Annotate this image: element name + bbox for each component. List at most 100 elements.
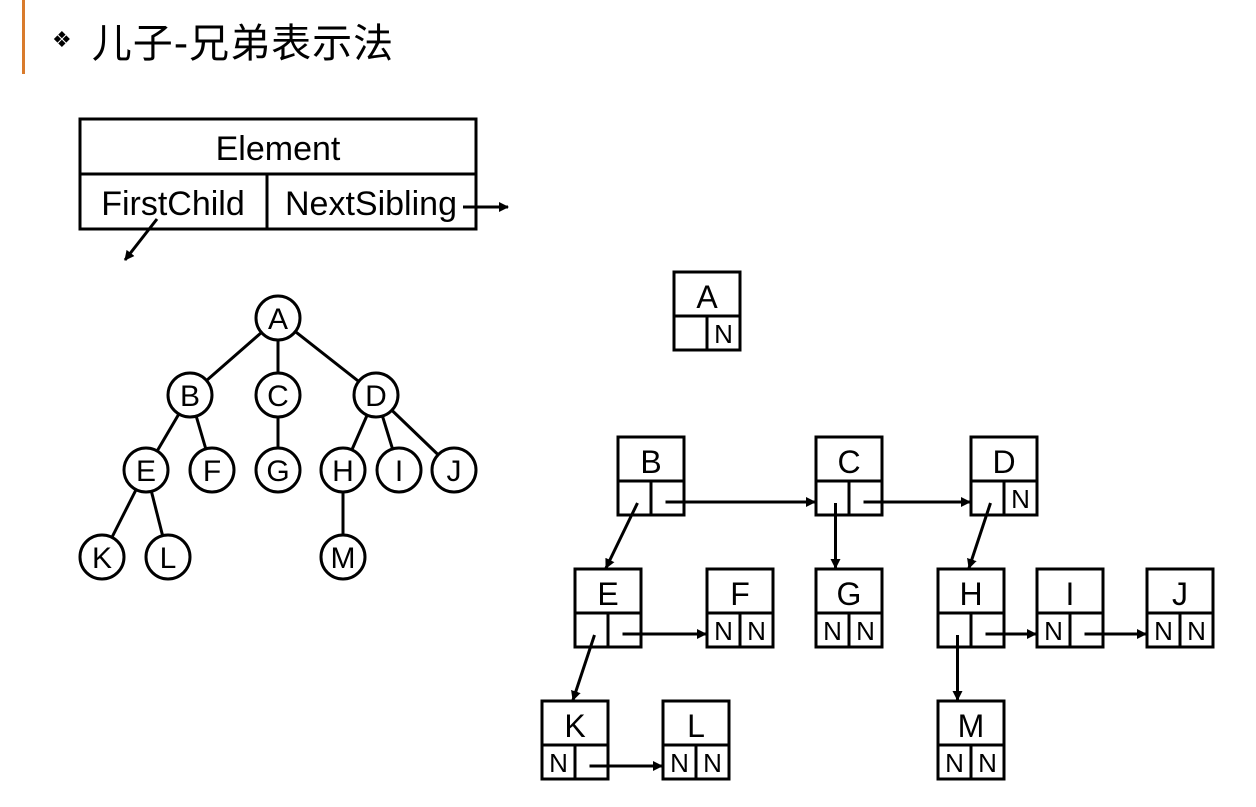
node-structure-legend: Element FirstChild NextSibling bbox=[78, 117, 509, 261]
firstchild-null-label: N bbox=[1044, 616, 1063, 646]
node-element-label: B bbox=[640, 444, 661, 480]
linked-node-B: B bbox=[616, 435, 686, 517]
title-text: 儿子-兄弟表示法 bbox=[91, 21, 395, 67]
tree-node-label: M bbox=[331, 542, 356, 575]
firstchild-null-label: N bbox=[549, 748, 568, 778]
node-element-label: L bbox=[687, 708, 705, 744]
nextsibling-null-label: N bbox=[1187, 616, 1206, 646]
tree-node-circle bbox=[254, 446, 302, 494]
tree-node-L: L bbox=[144, 533, 192, 581]
tree-node-circle bbox=[188, 446, 236, 494]
diamond-bullet-icon: ❖ bbox=[52, 27, 72, 52]
tree-node-circle bbox=[144, 533, 192, 581]
tree-node-label: H bbox=[332, 455, 354, 488]
linked-node-C: C bbox=[814, 435, 884, 517]
tree-node-label: F bbox=[203, 455, 221, 488]
firstchild-null-label: N bbox=[670, 748, 689, 778]
node-element-label: I bbox=[1066, 576, 1075, 612]
linked-node-I: IN bbox=[1035, 567, 1105, 649]
nextsibling-null-label: N bbox=[714, 319, 733, 349]
firstchild-arrow bbox=[123, 218, 159, 261]
node-element-label: D bbox=[992, 444, 1015, 480]
tree-node-circle bbox=[352, 371, 400, 419]
tree-node-H: H bbox=[319, 446, 367, 494]
firstchild-pointer-B-E bbox=[604, 502, 639, 569]
node-element-label: H bbox=[959, 576, 982, 612]
tree-edge-E-K bbox=[110, 488, 138, 539]
nextsibling-null-label: N bbox=[978, 748, 997, 778]
tree-node-A: A bbox=[254, 294, 302, 342]
general-tree: A B C D E F G H I J K L M bbox=[78, 294, 478, 581]
firstchild-null-label: N bbox=[1154, 616, 1173, 646]
linked-node-H: H bbox=[936, 567, 1006, 649]
tree-node-C: C bbox=[254, 371, 302, 419]
node-element-label: G bbox=[837, 576, 862, 612]
tree-node-circle bbox=[319, 446, 367, 494]
tree-node-label: D bbox=[365, 380, 387, 413]
tree-node-label: B bbox=[180, 380, 200, 413]
tree-node-circle bbox=[430, 446, 478, 494]
tree-node-circle bbox=[254, 371, 302, 419]
tree-edge-D-J bbox=[390, 409, 440, 456]
tree-node-label: I bbox=[395, 455, 403, 488]
tree-node-J: J bbox=[430, 446, 478, 494]
tree-node-B: B bbox=[166, 371, 214, 419]
tree-node-K: K bbox=[78, 533, 126, 581]
node-element-label: K bbox=[564, 708, 585, 744]
tree-edge-A-B bbox=[205, 331, 263, 382]
tree-node-label: K bbox=[92, 542, 112, 575]
linked-node-D: DN bbox=[969, 435, 1039, 517]
tree-node-label: G bbox=[266, 455, 289, 488]
tree-node-circle bbox=[375, 446, 423, 494]
firstchild-null-label: N bbox=[714, 616, 733, 646]
linked-node-A: AN bbox=[672, 270, 742, 352]
nextsibling-null-label: N bbox=[856, 616, 875, 646]
tree-node-E: E bbox=[122, 446, 170, 494]
tree-node-G: G bbox=[254, 446, 302, 494]
linked-node-E: E bbox=[573, 567, 643, 649]
tree-node-F: F bbox=[188, 446, 236, 494]
legend-element-label: Element bbox=[216, 130, 341, 168]
tree-edge-D-I bbox=[381, 415, 394, 450]
node-element-label: C bbox=[837, 444, 860, 480]
node-element-label: E bbox=[597, 576, 618, 612]
firstchild-null-label: N bbox=[823, 616, 842, 646]
tree-node-I: I bbox=[375, 446, 423, 494]
accent-bar bbox=[22, 0, 25, 74]
node-element-label: F bbox=[730, 576, 750, 612]
nextsibling-null-label: N bbox=[1011, 484, 1030, 514]
tree-node-label: L bbox=[160, 542, 177, 575]
node-element-label: A bbox=[696, 279, 718, 315]
linked-node-K: KN bbox=[540, 699, 610, 781]
node-element-label: M bbox=[958, 708, 985, 744]
nextsibling-null-label: N bbox=[703, 748, 722, 778]
tree-node-circle bbox=[122, 446, 170, 494]
tree-node-circle bbox=[319, 533, 367, 581]
nextsibling-null-label: N bbox=[747, 616, 766, 646]
tree-node-label: C bbox=[267, 380, 289, 413]
tree-edge-B-F bbox=[194, 415, 208, 450]
tree-edge-A-D bbox=[294, 330, 360, 383]
tree-node-circle bbox=[78, 533, 126, 581]
tree-node-circle bbox=[254, 294, 302, 342]
tree-node-label: E bbox=[136, 455, 156, 488]
tree-edge-D-H bbox=[350, 414, 369, 451]
tree-edge-E-L bbox=[149, 490, 165, 537]
tree-node-label: J bbox=[447, 455, 462, 488]
legend-nextsibling-label: NextSibling bbox=[285, 185, 457, 223]
tree-node-M: M bbox=[319, 533, 367, 581]
tree-node-D: D bbox=[352, 371, 400, 419]
firstchild-null-label: N bbox=[945, 748, 964, 778]
node-element-label: J bbox=[1172, 576, 1188, 612]
slide-title: ❖ 儿子-兄弟表示法 bbox=[52, 12, 394, 68]
tree-node-circle bbox=[166, 371, 214, 419]
tree-edge-B-E bbox=[155, 413, 181, 452]
legend-firstchild-label: FirstChild bbox=[101, 185, 245, 223]
